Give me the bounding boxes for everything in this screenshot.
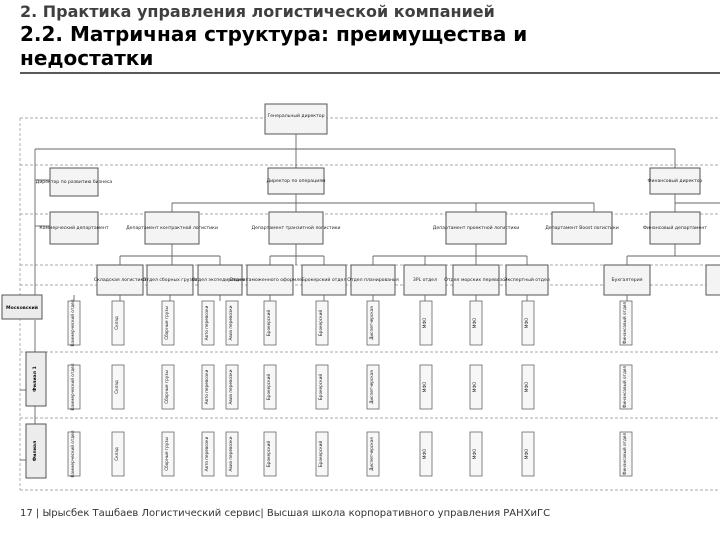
section-title: 2. Практика управления логистической ком… [20,2,495,21]
slide-title: 2.2. Матричная структура: преимущества и… [20,22,528,70]
matrix-cell-label: Диспетчерская [369,306,374,340]
org-node-label: Департамент проектной логистики [433,224,519,231]
matrix-cell-label: МФО [524,381,529,392]
org-node-label: Департамент контрактной логистики [126,224,218,231]
matrix-cell-label: Брокерский [318,441,323,467]
matrix-cell-label: МФО [524,317,529,328]
org-node-label: Отдел экспедирования [192,277,249,283]
matrix-cell-label: Брокерский [266,441,271,467]
division-filial-1: Филиал 1 [25,351,47,407]
org-node-label: Складская логистика [94,277,146,283]
org-node-label: Директор по операциям [267,178,326,184]
org-chart-diagram: Генеральный директор Директор по развити… [1,103,720,491]
title-divider [20,72,720,74]
org-node-edge-right [705,264,720,296]
division-filial-2: Филиал [25,423,47,479]
matrix-row-filial-2: Коммерческий отдел Склад Сборные грузы А… [67,430,633,477]
org-node-commercial-dept: Коммерческий департамент [39,211,109,245]
matrix-cell-label: МФО [524,448,529,459]
org-node-warehouse: Складская логистика [94,264,146,296]
matrix-cell-label: Финансовый отдел [622,366,627,409]
matrix-cell-label: Финансовый отдел [622,302,627,345]
slide-footer: 17 | Ырысбек Ташбаев Логистический серви… [20,508,551,519]
matrix-cell-label: Склад [114,316,119,330]
hierarchy-connectors [20,134,720,461]
org-node-label: Финансовый департамент [643,224,707,231]
matrix-cell-label: МФО [422,317,427,328]
matrix-cell-label: МФО [422,448,427,459]
matrix-row-moscow: Коммерческий отдел Склад Сборные грузы А… [67,299,633,346]
org-node-sea: Отдел морских перевозок [444,264,508,296]
matrix-cell-label: Брокерский [318,374,323,400]
org-node-broker: Брокерский отдел [301,264,347,296]
org-node-label: Отдел сборных грузов [143,277,198,283]
matrix-cell-label: Брокерский [266,374,271,400]
matrix-row-filial-1: Коммерческий отдел Склад Сборные грузы А… [67,363,633,410]
matrix-cell-label: Коммерческий отдел [70,430,75,477]
org-node-boost-dept: Департамент Boost логистики [545,211,619,245]
matrix-cell-label: Авиа перевозки [228,436,233,471]
matrix-cell-label: Сборные грузы [164,370,169,404]
org-node-3pl: 3PL отдел [403,264,447,296]
org-node-label: Генеральный директор [268,112,325,119]
org-node-label: Отдел морских перевозок [444,277,508,283]
org-node-ops-director: Директор по операциям [267,167,326,195]
matrix-cell-label: Коммерческий отдел [70,363,75,410]
org-node-label: Отдел планирования [347,277,399,283]
org-node-expert: Экспертный отдел [504,264,550,296]
org-node-label: Финансовый директор [648,177,703,184]
org-node-customs: Отдел таможенного оформления [229,264,311,296]
matrix-cell-label: Брокерский [266,310,271,336]
matrix-cell-label: Коммерческий отдел [70,299,75,346]
matrix-cell-label: Брокерский [318,310,323,336]
org-node-label: Бухгалтерия [612,277,643,283]
org-node-consolidated: Отдел сборных грузов [143,264,198,296]
matrix-cell-label: Склад [114,447,119,461]
matrix-cell-label: Диспетчерская [369,437,374,471]
matrix-cell-label: Авиа перевозки [228,369,233,404]
matrix-cell-label: Склад [114,380,119,394]
matrix-cell-label: Финансовый отдел [622,433,627,476]
org-node-accounting: Бухгалтерия [603,264,651,296]
matrix-cell-label: Авто перевозки [204,436,209,471]
matrix-cell-label: Сборные грузы [164,306,169,340]
org-node-transit-dept: Департамент транзитной логистики [252,211,341,245]
org-node-label: Отдел таможенного оформления [229,277,311,283]
division-label: Филиал 1 [32,366,38,392]
org-node-label: Брокерский отдел [302,276,347,283]
matrix-cell-label: Авто перевозки [204,305,209,340]
division-moscow: Московский [1,294,43,320]
matrix-cell-label: МФО [472,381,477,392]
matrix-cell-label: Диспетчерская [369,370,374,404]
matrix-cell-label: Сборные грузы [164,437,169,471]
division-label: Московский [6,304,38,311]
org-node-label: Директор по развитию бизнеса [36,179,113,185]
org-node-general-director: Генеральный директор [264,103,328,135]
org-node-finance-dept: Финансовый департамент [643,211,707,245]
org-node-label: Коммерческий департамент [39,224,109,231]
org-node-forwarding: Отдел экспедирования [192,264,249,296]
matrix-cell-label: Авто перевозки [204,369,209,404]
division-label: Филиал [32,441,38,462]
org-node-planning: Отдел планирования [347,264,399,296]
org-node-label: Экспертный отдел [504,276,549,283]
org-node-contract-dept: Департамент контрактной логистики [126,211,218,245]
matrix-connectors [73,295,628,301]
matrix-cell-label: МФО [422,381,427,392]
matrix-cell-label: МФО [472,317,477,328]
org-node-dev-director: Директор по развитию бизнеса [36,167,113,197]
org-node-fin-director: Финансовый директор [648,167,703,195]
org-node-label: Департамент Boost логистики [545,225,619,231]
org-node-label: Департамент транзитной логистики [252,224,341,231]
matrix-cell-label: МФО [472,448,477,459]
matrix-cell-label: Авиа перевозки [228,305,233,340]
org-node-label: 3PL отдел [413,277,437,283]
org-node-project-dept: Департамент проектной логистики [433,211,519,245]
